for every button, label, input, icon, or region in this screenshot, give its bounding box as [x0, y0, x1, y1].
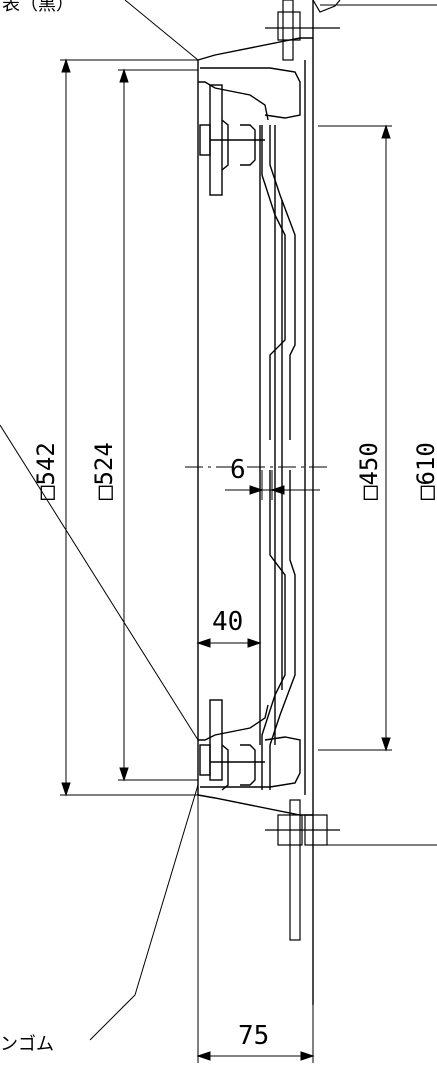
top-frame-bracket	[312, 0, 341, 13]
dim-450	[318, 124, 392, 752]
top-frame-bolt-nut	[277, 11, 301, 41]
bottom-bolt-washer	[221, 744, 229, 791]
top-frame-bolt	[265, 0, 341, 61]
dim-6-label: 6	[230, 455, 246, 485]
dim-75	[196, 795, 315, 1063]
bottom-frame-bolt-shank	[289, 799, 301, 941]
dim-542	[60, 58, 198, 797]
dim-450-label: □450	[355, 442, 383, 500]
middle-rib-a	[269, 260, 286, 440]
leader-bottom-note	[89, 784, 199, 1041]
lower-rib-left	[261, 650, 286, 790]
bottom-frame-bolt	[265, 799, 340, 941]
bottom-inner-rib	[198, 704, 269, 741]
dim-524-label: □524	[90, 442, 118, 500]
note-top-left: 表（黒）	[2, 0, 74, 15]
lower-rib-a	[269, 470, 286, 650]
dim-542-label: □542	[32, 442, 60, 500]
bottom-slope	[197, 794, 313, 816]
middle-rib-b	[289, 260, 296, 440]
leader-left-note	[0, 424, 199, 741]
upper-rib-right	[269, 125, 296, 260]
bottom-bolt-nut	[240, 744, 256, 786]
dim-75-label: 75	[238, 1021, 269, 1051]
leader-top-note	[124, 0, 199, 61]
top-rib	[200, 67, 301, 119]
top-slope	[197, 37, 313, 61]
dim-6	[225, 470, 320, 500]
lower-rib-b	[289, 470, 296, 650]
bottom-rib	[200, 736, 301, 788]
dim-40	[196, 472, 262, 660]
bottom-bolt-head	[199, 744, 211, 776]
dim-524	[118, 68, 198, 782]
top-bolt-head	[199, 124, 211, 156]
top-frame-bolt-shank	[282, 0, 294, 61]
frame-body	[197, 0, 314, 1005]
top-bolt-nut	[240, 124, 256, 166]
dim-610-label: □610	[412, 442, 437, 500]
leader-lines	[0, 0, 199, 1041]
dim-40-label: 40	[212, 607, 243, 637]
top-bolt-washer	[221, 119, 229, 171]
top-inner-rib	[198, 81, 269, 121]
lower-rib-right	[269, 650, 296, 790]
note-bottom: ンゴム	[0, 1034, 54, 1055]
bottom-flange	[209, 699, 223, 781]
